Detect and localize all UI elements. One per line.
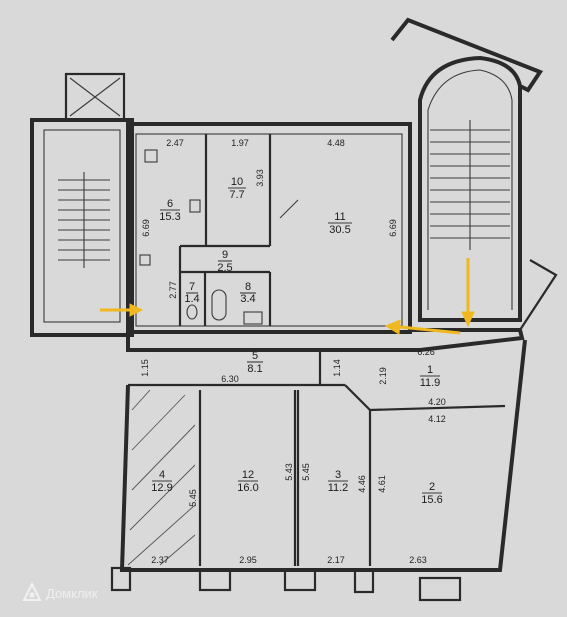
room-9-area: 2.5 [217,262,232,274]
left-stairwell [32,74,132,335]
right-stairwell [392,20,556,330]
room-1-area: 11.9 [420,377,441,389]
room-5-area: 8.1 [247,363,262,375]
left-stair-steps [58,172,110,268]
room-11-area: 30.5 [329,224,350,236]
dim-label: 4.20 [428,397,446,407]
domclick-logo-icon [24,584,40,600]
room-3-number: 3 [335,469,341,481]
dim-label: 5.45 [188,489,198,507]
room-4-area: 12.9 [151,482,172,494]
domclick-watermark: Домклик [24,584,98,601]
room-9-number: 9 [222,249,228,261]
room-10-number: 10 [231,176,243,188]
dim-label: 1.15 [140,359,150,377]
dim-label: 2.77 [168,281,178,299]
room-12-area: 16.0 [237,482,258,494]
room-11-number: 11 [334,211,345,223]
room-2-number: 2 [429,481,435,493]
corridor-walls [128,330,522,410]
dim-label: 2.63 [409,555,427,565]
dim-label: 2.47 [166,138,184,148]
room-8-number: 8 [245,281,251,293]
dim-label: 6.30 [221,374,239,384]
dim-label: 4.12 [428,414,446,424]
room-10-area: 7.7 [229,189,244,201]
dim-label: 4.48 [327,138,345,148]
dim-label: 3.93 [255,169,265,187]
dim-label: 5.45 [301,463,311,481]
room-6-number: 6 [167,198,173,210]
room-6-area: 15.3 [159,211,180,223]
room-5-number: 5 [252,350,258,362]
right-stair-steps [430,120,510,250]
dim-label: 6.26 [417,347,435,357]
upper-block-walls [128,124,410,332]
dim-label: 2.17 [327,555,345,565]
dim-label: 2.37 [151,555,169,565]
room-7-number: 7 [189,281,195,293]
dim-label: 6.69 [141,219,151,237]
room-7-area: 1.4 [184,293,199,305]
entry-arrows [100,258,474,334]
dim-label: 4.46 [357,475,367,493]
domclick-watermark-text: Домклик [46,586,98,601]
lower-block-walls [112,340,525,600]
arrow-right-vertical [462,258,474,326]
room-4-number: 4 [159,469,165,481]
dim-label: 1.14 [332,359,342,377]
dim-label: 2.19 [378,367,388,385]
room-2-area: 15.6 [421,494,442,506]
dim-label: 2.95 [239,555,257,565]
dim-label: 1.97 [231,138,249,148]
room-3-area: 11.2 [328,482,349,494]
room-12-number: 12 [242,469,254,481]
dim-label: 5.43 [284,463,294,481]
dim-label: 4.61 [377,475,387,493]
room-8-area: 3.4 [240,293,255,305]
dim-label: 6.69 [388,219,398,237]
room-1-number: 1 [427,364,433,376]
